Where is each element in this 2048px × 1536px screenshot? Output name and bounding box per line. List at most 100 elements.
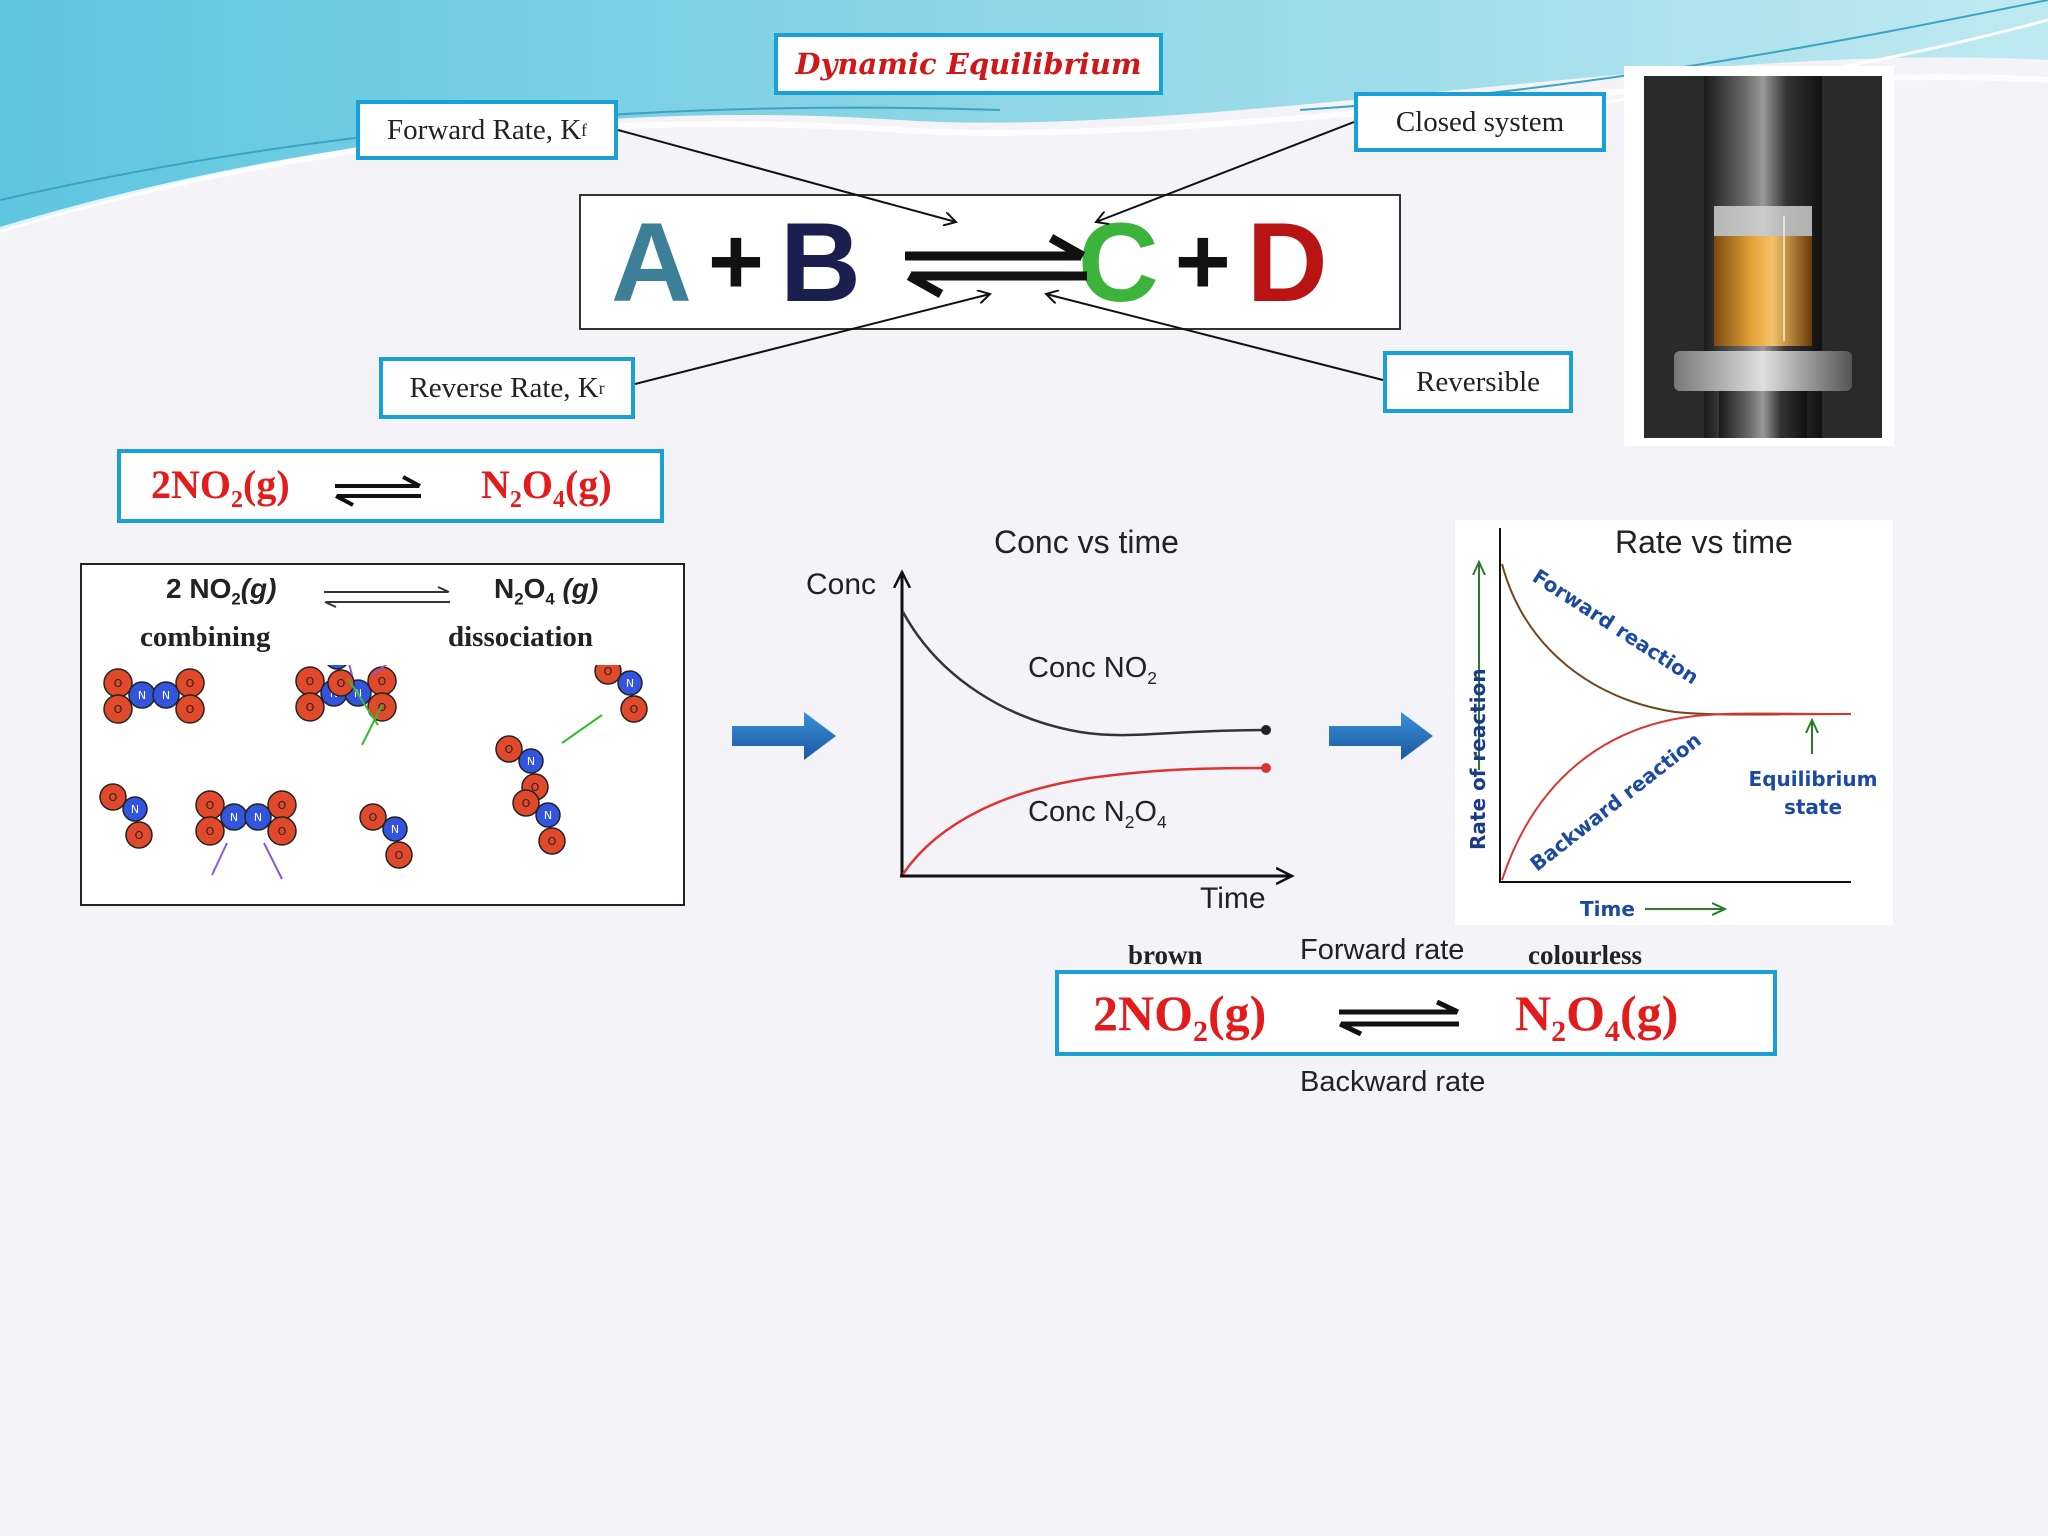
nitrogen-atom: [152, 681, 180, 709]
reaction-box-top: 2NO2(g) N2O4(g): [117, 449, 664, 523]
brown-label: brown: [1128, 940, 1203, 970]
oxygen-atom: [327, 669, 355, 697]
nitrogen-atom: [122, 796, 148, 822]
motion-arrow: [348, 665, 353, 676]
nitrogen-atom: [327, 665, 347, 670]
atom-letter: N: [527, 755, 535, 768]
atom-letter: N: [391, 823, 399, 836]
reactant-b: B: [779, 199, 863, 325]
motion-arrow: [361, 704, 383, 746]
atom-letter: O: [548, 835, 557, 848]
oxygen-atom: [620, 695, 648, 723]
oxygen-atom: [103, 694, 133, 724]
flow-arrow-icon: [1329, 712, 1433, 760]
atom-letter: O: [186, 677, 195, 690]
closed-system-label: Closed system: [1354, 92, 1606, 152]
conc-chart-title: Conc vs time: [994, 524, 1179, 560]
generic-reaction-box: A + B C + D: [579, 194, 1401, 330]
atom-letter: O: [395, 849, 404, 862]
molecule-illustration: OONNOOOONNOOOONNOOONOONOONOONOONOONO: [99, 665, 648, 880]
oxygen-atom: [385, 841, 413, 869]
conc-chart: Conc vs time Conc Time Conc NO2 Conc N2O…: [790, 520, 1310, 920]
conc-n2o4-curve: [901, 766, 1267, 875]
connector-arrows: [617, 121, 1384, 385]
title-box: Dynamic Equilibrium: [774, 33, 1163, 95]
flow-arrow-icon: [732, 712, 836, 760]
equilibrium-label-1: Equilibrium: [1749, 767, 1878, 791]
plus-sign-2: +: [1174, 208, 1233, 315]
atom-letter: O: [378, 701, 387, 714]
nitrogen-atom: [382, 816, 408, 842]
atom-letter: O: [505, 743, 514, 756]
motion-arrow: [211, 842, 228, 876]
syringe-photo: [1624, 66, 1894, 446]
molecule-panel: 2 NO2(g) N2O4 (g) combining dissociation…: [80, 563, 685, 906]
product-d: D: [1246, 199, 1330, 325]
motion-arrow: [371, 665, 388, 676]
slide-title: Dynamic Equilibrium: [795, 47, 1142, 81]
atom-letter: O: [278, 825, 287, 838]
atom-letter: N: [626, 677, 634, 690]
atom-letter: O: [604, 665, 613, 678]
backward-reaction-label: Backward reaction: [1525, 728, 1705, 876]
series-label-no2: Conc NO2: [1028, 652, 1157, 688]
motion-arrow: [263, 842, 283, 880]
equilibrium-arrows-icon: [905, 234, 1087, 298]
rate-chart-ylabel: Rate of reaction: [1466, 668, 1490, 850]
conc-no2-endpoint: [1261, 725, 1271, 735]
conc-no2-curve: [901, 611, 1267, 737]
atom-letter: O: [109, 791, 118, 804]
forward-rate-caption: Forward rate: [1300, 934, 1465, 966]
conc-chart-xlabel: Time: [1200, 882, 1266, 915]
reactant-a: A: [611, 199, 694, 325]
atom-letter: O: [206, 825, 215, 838]
atom-letter: O: [306, 675, 315, 688]
atom-letter: O: [522, 797, 531, 810]
oxygen-atom: [195, 816, 225, 846]
atom-letter: O: [369, 811, 378, 824]
backward-rate-caption: Backward rate: [1300, 1066, 1486, 1098]
atom-letter: O: [306, 701, 315, 714]
reaction-box-bottom: 2NO2(g) N2O4(g): [1055, 970, 1777, 1056]
backward-rate-curve: [1501, 712, 1852, 881]
equilibrium-arrows-icon: [1338, 1000, 1460, 1036]
atom-letter: O: [630, 703, 639, 716]
atom-letter: N: [138, 689, 146, 702]
conc-chart-ylabel: Conc: [806, 568, 877, 601]
atom-letter: O: [378, 675, 387, 688]
oxygen-atom: [125, 821, 153, 849]
atom-letter: N: [131, 803, 139, 816]
oxygen-atom: [99, 783, 127, 811]
nitrogen-atom: [617, 670, 643, 696]
oxygen-atom: [495, 735, 523, 763]
atom-letter: N: [544, 809, 552, 822]
oxygen-atom: [175, 694, 205, 724]
nitrogen-atom: [244, 803, 272, 831]
rate-chart-title: Rate vs time: [1615, 524, 1793, 560]
reversible-label: Reversible: [1383, 351, 1573, 413]
rate-chart: Rate vs time Rate of reaction Forward re…: [1455, 520, 1893, 925]
series-label-n2o4: Conc N2O4: [1028, 796, 1167, 832]
atom-letter: O: [531, 781, 540, 794]
atom-letter: N: [230, 811, 238, 824]
oxygen-atom: [359, 803, 387, 831]
equilibrium-arrows-icon: [324, 586, 450, 608]
forward-reaction-label: Forward reaction: [1528, 564, 1703, 689]
atom-letter: O: [186, 703, 195, 716]
rate-chart-xlabel: Time: [1580, 897, 1635, 921]
product-c: C: [1077, 199, 1161, 325]
conc-n2o4-endpoint: [1261, 763, 1271, 773]
atom-letter: O: [114, 703, 123, 716]
atom-letter: O: [114, 677, 123, 690]
oxygen-atom: [295, 692, 325, 722]
oxygen-atom: [594, 665, 622, 685]
atom-letter: O: [278, 799, 287, 812]
combining-caption: combining: [140, 621, 271, 653]
motion-arrow: [561, 714, 603, 744]
nitrogen-atom: [518, 748, 544, 774]
equilibrium-arrows-icon: [335, 475, 421, 507]
oxygen-atom: [267, 816, 297, 846]
motion-arrow: [347, 678, 379, 726]
